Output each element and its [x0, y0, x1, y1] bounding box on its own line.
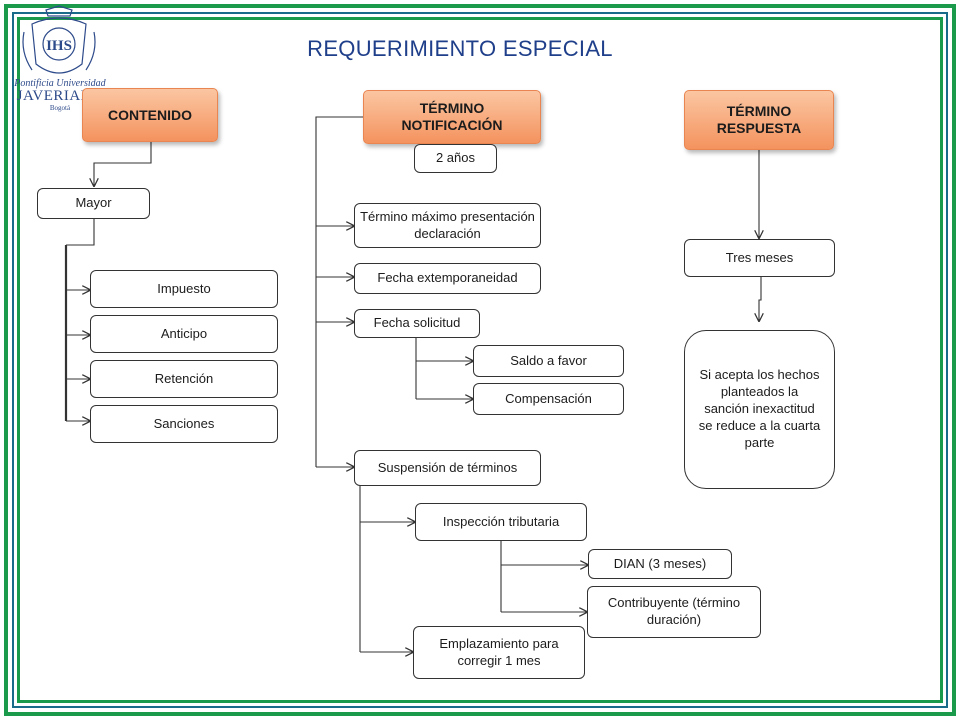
header-termino-notificacion: TÉRMINO NOTIFICACIÓN: [363, 90, 541, 144]
box-termino-maximo: Término máximo presentación declaración: [354, 203, 541, 248]
connector-contenido-mayor: [94, 142, 152, 186]
blue-border: [12, 12, 948, 708]
logo-line-2: JAVERIANA: [16, 88, 104, 104]
box-saldo-a-favor: Saldo a favor: [473, 345, 624, 377]
box-suspension-terminos: Suspensión de términos: [354, 450, 541, 486]
box-contribuyente: Contribuyente (término duración): [587, 586, 761, 638]
box-mayor: Mayor: [37, 188, 150, 219]
box-inspeccion-tributaria: Inspección tributaria: [415, 503, 587, 541]
box-emplazamiento: Emplazamiento para corregir 1 mes: [413, 626, 585, 679]
page-title: REQUERIMIENTO ESPECIAL: [307, 36, 613, 61]
header-contenido: CONTENIDO: [82, 88, 218, 142]
connector-notificacion-trunk: [315, 116, 363, 467]
logo-line-3: Bogotá: [49, 104, 71, 112]
box-retencion: Retención: [90, 360, 278, 398]
logo-line-1: Pontificia Universidad: [14, 78, 106, 89]
header-termino-respuesta: TÉRMINO RESPUESTA: [684, 90, 834, 150]
box-fecha-solicitud: Fecha solicitud: [354, 309, 480, 338]
box-impuesto: Impuesto: [90, 270, 278, 308]
logo-monogram: IHS: [46, 38, 72, 54]
box-fecha-extemporaneidad: Fecha extemporaneidad: [354, 263, 541, 294]
inner-green-border: [17, 17, 943, 703]
box-sanciones: Sanciones: [90, 405, 278, 443]
connector-mayor-items: [66, 219, 95, 246]
box-anticipo: Anticipo: [90, 315, 278, 353]
box-compensacion: Compensación: [473, 383, 624, 415]
university-seal-logo: IHS: [22, 5, 96, 74]
box-tres-meses: Tres meses: [684, 239, 835, 277]
box-dos-anos: 2 años: [414, 144, 497, 173]
connector-tres-meses-reduccion: [759, 277, 761, 321]
outer-green-border: [4, 4, 956, 716]
box-reduccion-sancion: Si acepta los hechos planteados la sanci…: [684, 330, 835, 489]
box-dian-tres-meses: DIAN (3 meses): [588, 549, 732, 579]
